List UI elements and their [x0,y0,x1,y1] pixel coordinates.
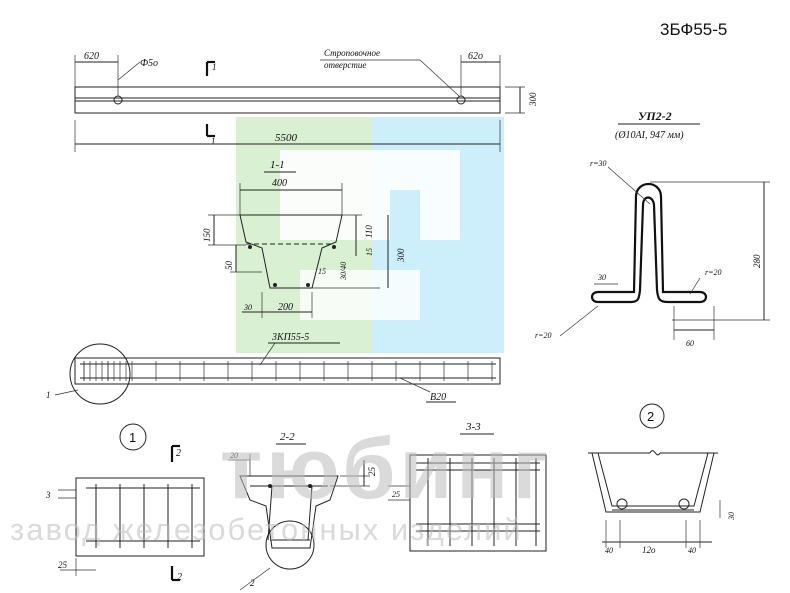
beam-outline [74,86,501,114]
detail-2-d40-left: 40 [605,546,613,555]
top-view: 620 Ф5о 62о Строповочное отверстие 1 1 3… [74,48,538,152]
up-d30: 30 [597,273,606,282]
section-1-1: 1-1 400 150 50 110 15 300 30/40 15 [202,159,406,318]
detail-2-d120: 12о [642,545,656,555]
brand-watermark: тюбинг завод железобетонных изделий [10,421,552,547]
radius-right: r=20 [705,268,722,277]
sling-hole-right [456,95,466,105]
section-mark-bottom: 1 [211,136,216,146]
dim-length: 5500 [275,132,298,144]
detail-2: 2 30 40 12о 40 [588,403,736,555]
sling-hole-left [113,95,123,105]
detail-1-mark: 1 [129,430,136,445]
section-3-3-d25: 25 [392,490,400,499]
detail-2-mark: 2 [647,409,654,424]
watermark-tagline: завод железобетонных изделий [10,512,523,547]
detail-1-d25: 25 [58,560,68,570]
dim-hole-dia: Ф5о [140,58,158,69]
logo-watermark [236,117,504,353]
dim-top-width: 400 [272,178,287,189]
sling-label-1: Строповочное [324,48,380,58]
section-2-2-d25: 25 [367,467,377,477]
dim-30: 30 [243,303,252,312]
section-3-3-title: 3-3 [465,421,481,433]
dim-110: 110 [364,225,374,238]
radius-left: r=20 [535,331,552,340]
section-3-3-outline [409,454,547,552]
dim-right-offset: 62о [468,51,483,62]
dim-left-offset: 620 [84,51,99,62]
reinforcement-frame: 3КП55-5 1 В20 [46,332,501,405]
up-spec: (Ø10АI, 947 мм) [615,130,684,141]
section-2-2-outline [239,475,339,549]
dim-height: 300 [528,92,538,107]
callout-circle-1 [69,343,131,405]
detail-2-d40-right: 40 [688,546,696,555]
detail-2-d30: 30 [727,512,736,521]
detail-1-d3: 3 [45,490,51,500]
frame-concrete: В20 [430,392,446,403]
detail-1-cut-bottom: 2 [177,572,182,583]
sling-label-2: отверстие [324,60,366,70]
dim-150: 150 [202,228,212,242]
bar-up-2-2: УП2-2 (Ø10АI, 947 мм) r=30 280 30 r=20 r… [535,109,770,348]
up-d60: 60 [686,339,694,348]
dim-30-40: 30/40 [339,262,348,281]
up-title: УП2-2 [638,109,672,123]
frame-kp-label: 3КП55-5 [271,332,309,343]
drawing-title: 3БФ55-5 [660,20,727,39]
watermark-brand: тюбинг [220,421,552,517]
dim-300: 300 [396,248,406,263]
section-mark-top: 1 [212,62,217,72]
detail-1-cut-top: 2 [176,448,181,459]
dim-15: 15 [365,248,374,256]
frame-callout: 1 [46,390,51,400]
dim-15-b: 15 [318,267,326,276]
section-2-2-d20: 20 [230,451,238,460]
dim-bottom-width: 200 [278,302,293,313]
section-3-3: 3-3 25 [388,421,547,552]
callout-circle-2 [265,520,315,570]
bar-shape [590,182,708,304]
dim-50: 50 [224,261,234,271]
section-2-2-callout: 2 [250,578,255,588]
section-1-1-title: 1-1 [270,159,285,171]
frame-outline [74,357,501,385]
detail-2-outline [591,452,715,513]
section-2-2-title: 2-2 [280,431,295,443]
detail-1-outline [75,477,205,557]
detail-1: 1 2 2 3 25 [45,423,205,583]
radius-top: r=30 [590,159,607,168]
section-2-2: 2-2 20 25 2 [228,431,377,591]
up-height: 280 [752,254,762,268]
